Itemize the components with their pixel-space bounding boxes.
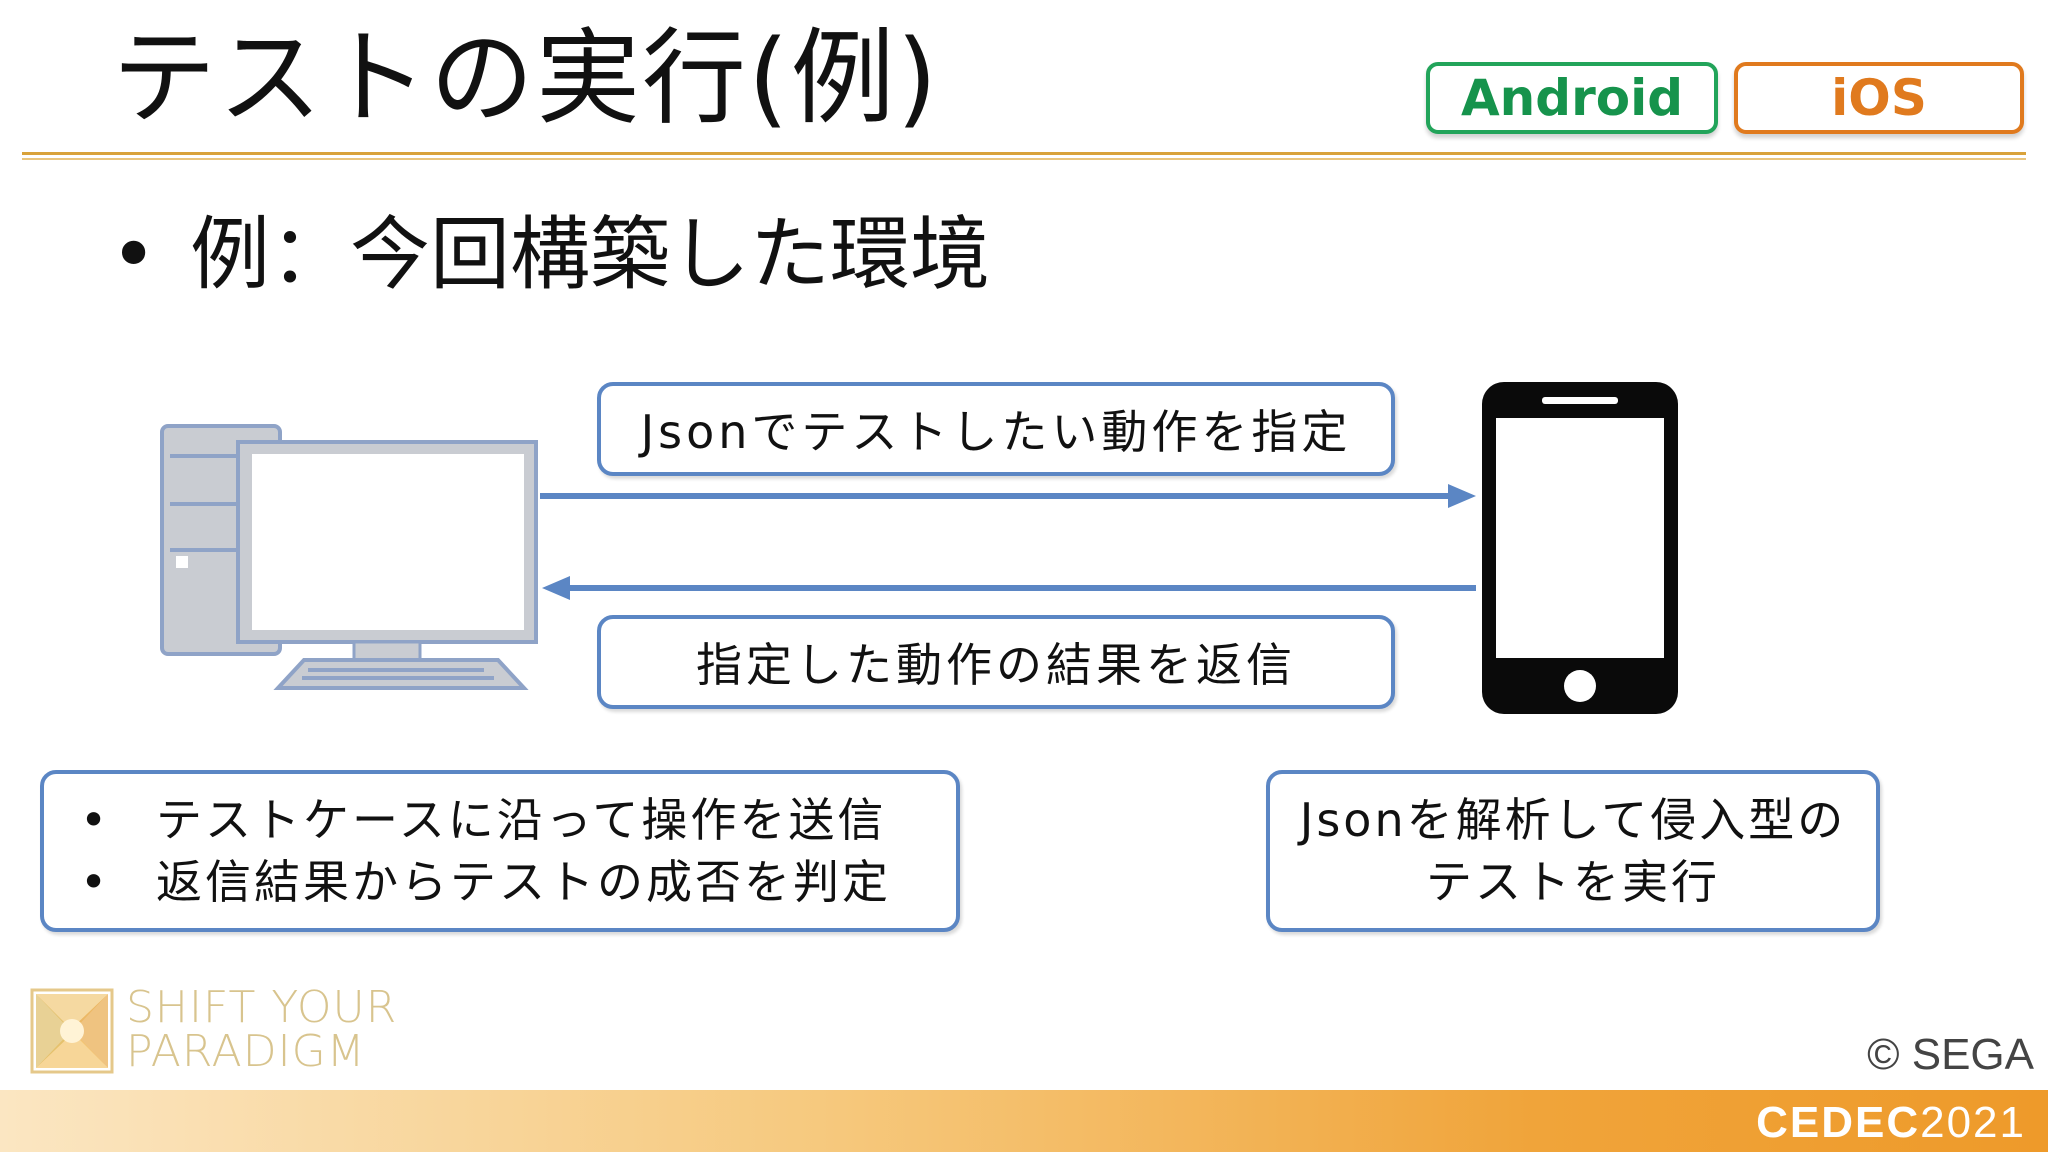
request-label-box: Jsonでテストしたい動作を指定 bbox=[597, 382, 1395, 476]
bullet-marker: • bbox=[110, 208, 158, 301]
device-note-line1: Jsonを解析して侵入型の bbox=[1299, 793, 1847, 847]
main-bullet: • 例：今回構築した環境 bbox=[110, 200, 990, 310]
footer-bar bbox=[0, 1090, 2048, 1152]
android-badge: Android bbox=[1426, 62, 1718, 134]
ios-badge: iOS bbox=[1734, 62, 2024, 134]
pc-note: • 返信結果からテストの成否を判定 bbox=[80, 851, 891, 913]
smartphone-icon bbox=[1482, 382, 1678, 714]
cedec-year: 2021 bbox=[1920, 1098, 2026, 1147]
cedec-wordmark: CEDEC bbox=[1756, 1098, 1921, 1147]
logo-line1: SHIFT YOUR bbox=[126, 982, 398, 1033]
bullet-marker: • bbox=[80, 855, 111, 909]
device-note-box: Jsonを解析して侵入型の テストを実行 bbox=[1266, 770, 1880, 932]
page-title: テストの実行(例) bbox=[112, 17, 940, 139]
paradigm-logo-icon bbox=[30, 988, 114, 1074]
device-note-line2: テストを実行 bbox=[1426, 855, 1720, 909]
cedec-logo: CEDEC2021 bbox=[1756, 1098, 2026, 1148]
request-label: Jsonでテストしたい動作を指定 bbox=[640, 405, 1352, 459]
pc-note: • テストケースに沿って操作を送信 bbox=[80, 789, 891, 851]
logo-line2: PARADIGM bbox=[126, 1026, 366, 1077]
response-arrowhead bbox=[542, 576, 570, 600]
response-label-box: 指定した動作の結果を返信 bbox=[597, 615, 1395, 709]
bullet-marker: • bbox=[80, 793, 111, 847]
title-divider-thin bbox=[22, 158, 2026, 160]
main-bullet-text: 例：今回構築した環境 bbox=[190, 208, 990, 301]
copyright: © SEGA bbox=[1867, 1030, 2034, 1079]
pc-note-text: テストケースに沿って操作を送信 bbox=[156, 793, 887, 847]
desktop-computer-icon bbox=[160, 424, 538, 690]
arrows bbox=[540, 484, 1476, 600]
pc-notes-list: • テストケースに沿って操作を送信 • 返信結果からテストの成否を判定 bbox=[80, 789, 891, 913]
request-arrowhead bbox=[1448, 484, 1476, 508]
logo-text: SHIFT YOUR PARADIGM bbox=[126, 986, 397, 1074]
shift-your-paradigm-logo: SHIFT YOUR PARADIGM bbox=[30, 986, 400, 1078]
response-label: 指定した動作の結果を返信 bbox=[696, 638, 1296, 692]
title-divider bbox=[22, 152, 2026, 155]
pc-note-text: 返信結果からテストの成否を判定 bbox=[156, 855, 891, 909]
pc-notes-box: • テストケースに沿って操作を送信 • 返信結果からテストの成否を判定 bbox=[40, 770, 960, 932]
